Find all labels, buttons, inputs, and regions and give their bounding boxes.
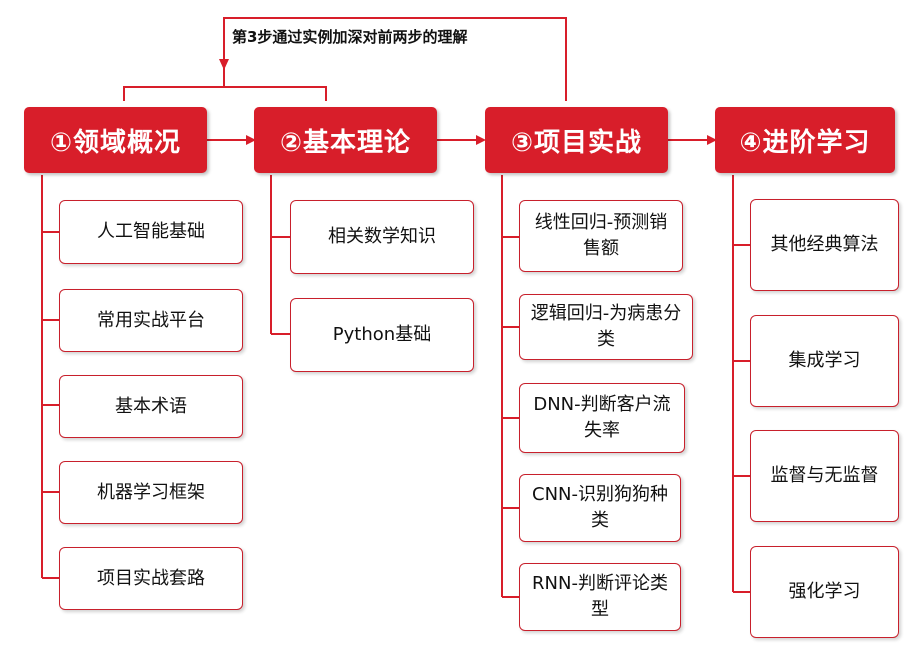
feedback-note: 第3步通过实例加深对前两步的理解 (232, 28, 468, 46)
topic-box: 其他经典算法 (750, 199, 899, 291)
topic-box: 常用实战平台 (59, 289, 243, 352)
topic-box: 项目实战套路 (59, 547, 243, 610)
topic-box: 相关数学知识 (290, 200, 474, 274)
topic-box: 集成学习 (750, 315, 899, 407)
feedback-connector (223, 17, 567, 101)
topic-box: 强化学习 (750, 546, 899, 638)
topic-box: DNN-判断客户流失率 (519, 383, 685, 453)
topic-box: 人工智能基础 (59, 200, 243, 264)
column-header-theory: ②基本理论 (254, 107, 437, 173)
feedback-arrow-icon (219, 59, 229, 70)
column-header-projects: ③项目实战 (485, 107, 668, 173)
column-header-advanced: ④进阶学习 (715, 107, 895, 173)
topic-box: CNN-识别狗狗种类 (519, 474, 681, 542)
topic-box: 监督与无监督 (750, 430, 899, 522)
arrow-2-3-icon (476, 135, 486, 145)
topic-box: Python基础 (290, 298, 474, 372)
topic-box: 线性回归-预测销售额 (519, 200, 683, 272)
topic-box: RNN-判断评论类型 (519, 563, 681, 631)
arrow-1-2-icon (246, 135, 256, 145)
topic-box: 基本术语 (59, 375, 243, 438)
topic-box: 逻辑回归-为病患分类 (519, 294, 693, 360)
arrow-3-4-icon (707, 135, 717, 145)
bracket-connector (123, 86, 327, 101)
column-header-domain: ①领域概况 (24, 107, 207, 173)
topic-box: 机器学习框架 (59, 461, 243, 524)
